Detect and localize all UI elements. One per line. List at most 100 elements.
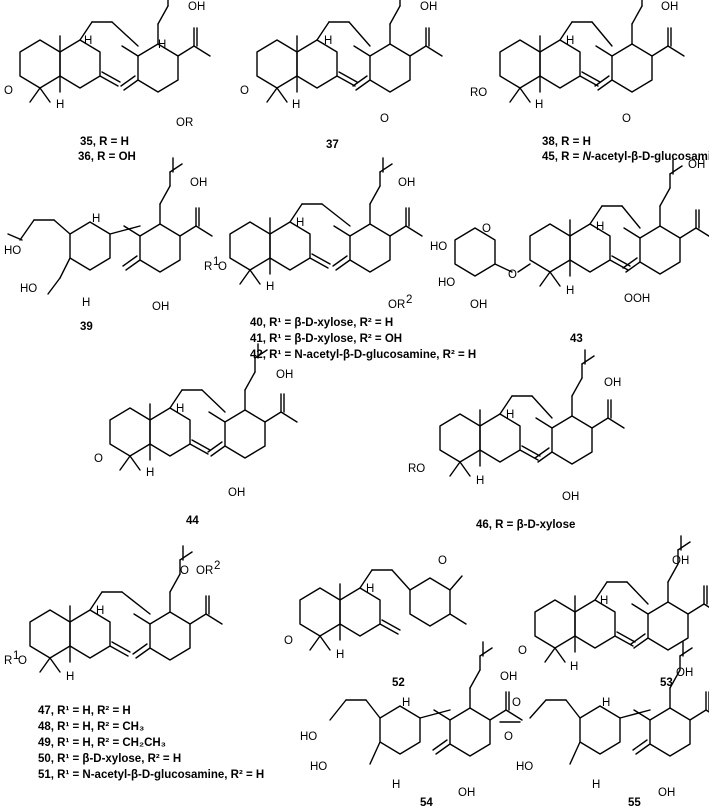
svg-text:OH: OH: [604, 377, 621, 389]
label-52: 52: [392, 677, 405, 689]
svg-text:O: O: [284, 635, 293, 647]
svg-text:O: O: [504, 731, 513, 743]
svg-text:OR: OR: [388, 299, 405, 311]
svg-text:H: H: [56, 99, 64, 111]
label-43: 43: [570, 333, 583, 345]
structure-40-42: R 1 O OH OR 2 H H: [204, 157, 423, 311]
svg-text:RO: RO: [470, 87, 487, 99]
svg-text:H: H: [82, 297, 90, 309]
svg-text:R: R: [4, 655, 12, 667]
svg-text:HO: HO: [20, 283, 37, 295]
label-37: 37: [326, 139, 339, 151]
structure-55: O O HO OH OH H H: [499, 641, 709, 799]
svg-text:R: R: [204, 261, 212, 273]
svg-text:H: H: [566, 35, 574, 47]
svg-text:H: H: [324, 35, 332, 47]
svg-text:OH: OH: [658, 787, 675, 799]
svg-text:H: H: [292, 99, 300, 111]
svg-text:OR: OR: [196, 565, 213, 577]
svg-text:HO: HO: [300, 731, 317, 743]
svg-text:HO: HO: [310, 761, 327, 773]
svg-text:H: H: [596, 221, 604, 233]
svg-text:O: O: [482, 223, 491, 235]
svg-text:O: O: [512, 697, 521, 709]
label-36: 36, R = OH: [78, 151, 136, 163]
svg-text:H: H: [146, 467, 154, 479]
label-50: 50, R¹ = β-D-xylose, R² = H: [38, 753, 181, 765]
svg-text:O: O: [4, 85, 13, 97]
label-38: 38, R = H: [542, 136, 591, 148]
svg-text:H: H: [602, 697, 610, 709]
svg-text:H: H: [402, 697, 410, 709]
structure-35-36: O OH OR H H H: [4, 0, 211, 129]
structure-54: HO HO OH OH H H: [300, 641, 523, 799]
structure-43: HO HO OH O O OOH OH H H: [430, 159, 709, 311]
svg-text:H: H: [392, 779, 400, 791]
svg-text:OH: OH: [661, 1, 678, 13]
svg-text:O: O: [438, 555, 447, 567]
svg-text:OH: OH: [562, 491, 579, 503]
svg-text:H: H: [92, 213, 100, 225]
structure-39: HO HO OH OH H H: [4, 157, 213, 313]
label-48: 48, R¹ = H, R² = CH₃: [38, 721, 144, 733]
svg-text:OH: OH: [688, 159, 705, 171]
svg-text:O: O: [622, 113, 631, 125]
svg-text:OH: OH: [672, 555, 689, 567]
svg-text:H: H: [592, 779, 600, 791]
label-54: 54: [420, 797, 433, 806]
structure-46: RO OH OH H H: [408, 349, 625, 503]
label-39: 39: [80, 321, 93, 333]
svg-text:OH: OH: [276, 369, 293, 381]
svg-text:OH: OH: [420, 1, 437, 13]
svg-text:O: O: [508, 269, 517, 281]
label-44: 44: [186, 515, 199, 527]
svg-text:H: H: [96, 605, 104, 617]
svg-text:H: H: [158, 39, 166, 51]
svg-text:OH: OH: [470, 299, 487, 311]
label-46: 46, R = β-D-xylose: [476, 519, 575, 531]
svg-text:OR: OR: [176, 117, 193, 129]
svg-text:HO: HO: [438, 277, 455, 289]
svg-text:2: 2: [214, 560, 220, 572]
svg-text:OH: OH: [152, 301, 169, 313]
svg-text:OOH: OOH: [624, 293, 650, 305]
svg-text:H: H: [296, 217, 304, 229]
label-41: 41, R¹ = β-D-xylose, R² = OH: [250, 333, 402, 345]
svg-text:H: H: [266, 281, 274, 293]
svg-text:O: O: [180, 565, 189, 577]
svg-text:H: H: [476, 475, 484, 487]
svg-text:H: H: [566, 285, 574, 297]
svg-text:O: O: [240, 85, 249, 97]
svg-text:H: H: [336, 649, 344, 661]
label-55: 55: [628, 797, 641, 806]
svg-text:O: O: [380, 113, 389, 125]
svg-text:H: H: [366, 583, 374, 595]
svg-text:2: 2: [406, 294, 412, 306]
svg-text:OH: OH: [188, 1, 205, 13]
svg-text:HO: HO: [430, 241, 447, 253]
label-53: 53: [660, 677, 673, 689]
svg-text:HO: HO: [4, 245, 21, 257]
svg-text:O: O: [18, 655, 27, 667]
svg-text:OH: OH: [398, 177, 415, 189]
svg-text:OH: OH: [676, 667, 693, 679]
label-42: 42, R¹ = N-acetyl-β-D-glucosamine, R² = …: [250, 349, 476, 361]
svg-text:OH: OH: [458, 787, 475, 799]
svg-text:H: H: [506, 409, 514, 421]
structure-52: O O H H: [284, 555, 467, 661]
svg-text:O: O: [94, 453, 103, 465]
svg-text:OH: OH: [228, 487, 245, 499]
structure-53: O OH H H: [518, 535, 709, 673]
structure-38-45: RO OH O H H: [470, 0, 685, 125]
svg-text:O: O: [518, 645, 527, 657]
svg-text:O: O: [218, 261, 227, 273]
svg-text:OH: OH: [190, 177, 207, 189]
svg-text:H: H: [66, 671, 74, 683]
svg-text:H: H: [176, 403, 184, 415]
structure-47-51: R 1 O OR 2 O H H: [4, 545, 223, 683]
svg-text:H: H: [535, 99, 543, 111]
label-49: 49, R¹ = H, R² = CH₂CH₃: [38, 737, 166, 749]
svg-text:RO: RO: [408, 463, 425, 475]
svg-text:H: H: [600, 595, 608, 607]
